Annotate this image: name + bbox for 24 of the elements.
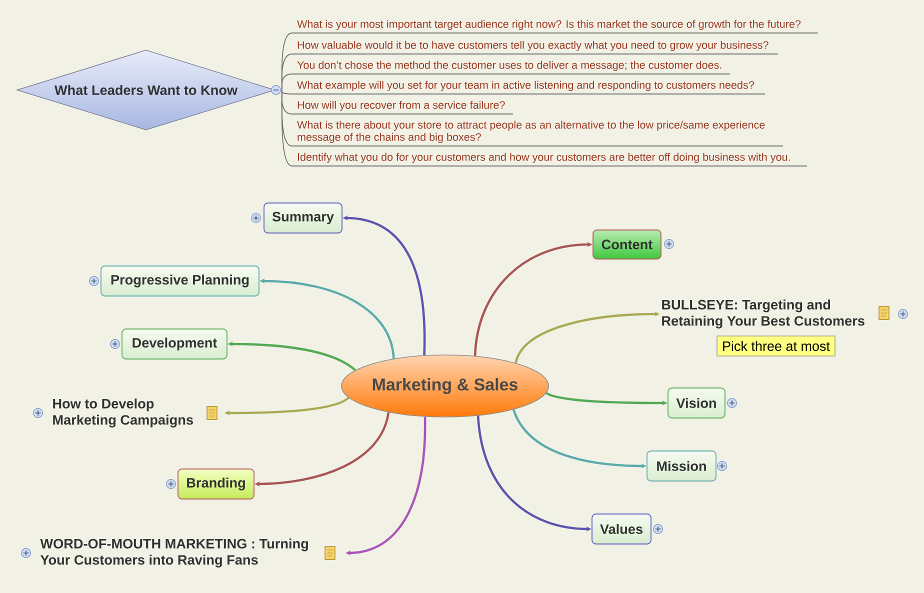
- topic-box: Values: [592, 514, 652, 544]
- question-text: What is your most important target audience right now? Is this market the source of growth for the future?: [292, 20, 818, 34]
- question-text: How valuable would it be to have customers tell you exactly what you need to grow your business?: [292, 40, 778, 54]
- topic-box: Content: [592, 230, 662, 260]
- question-text: How will you recover from a service failure?: [292, 100, 514, 114]
- topic-text: BULLSEYE: Targeting and Retaining Your Best Customers: [662, 300, 864, 328]
- callout-box: Pick three at most: [716, 336, 836, 356]
- topic-box: Vision: [668, 388, 726, 418]
- question-text: What example will you set for your team in active listening and responding to customers needs?: [292, 80, 766, 94]
- topic-box: Progressive Planning: [100, 266, 260, 296]
- topic-text: WORD-OF-MOUTH MARKETING : Turning Your Customers into Raving Fans: [40, 538, 308, 568]
- curved-line: [281, 74, 292, 90]
- topic-box: Summary: [264, 202, 342, 234]
- question-text: You don’t chose the method the customer uses to deliver a message; the customer does.: [292, 60, 730, 74]
- question-text: Identify what you do for your customers and how your customers are better off doing business with you.: [292, 152, 808, 166]
- topic-box: Branding: [178, 468, 254, 500]
- topic-box: Development: [122, 328, 228, 360]
- curved-line: [281, 90, 292, 94]
- curved-line: [281, 90, 292, 114]
- topic-text: How to Develop Marketing Campaigns: [53, 398, 193, 428]
- question-text: What is there about your store to attract people as an alternative to the low price/same experience message of the chains and big boxes?: [292, 120, 784, 146]
- curved-line: [281, 90, 292, 146]
- topic-box: Mission: [646, 450, 716, 482]
- curved-line: [281, 90, 292, 166]
